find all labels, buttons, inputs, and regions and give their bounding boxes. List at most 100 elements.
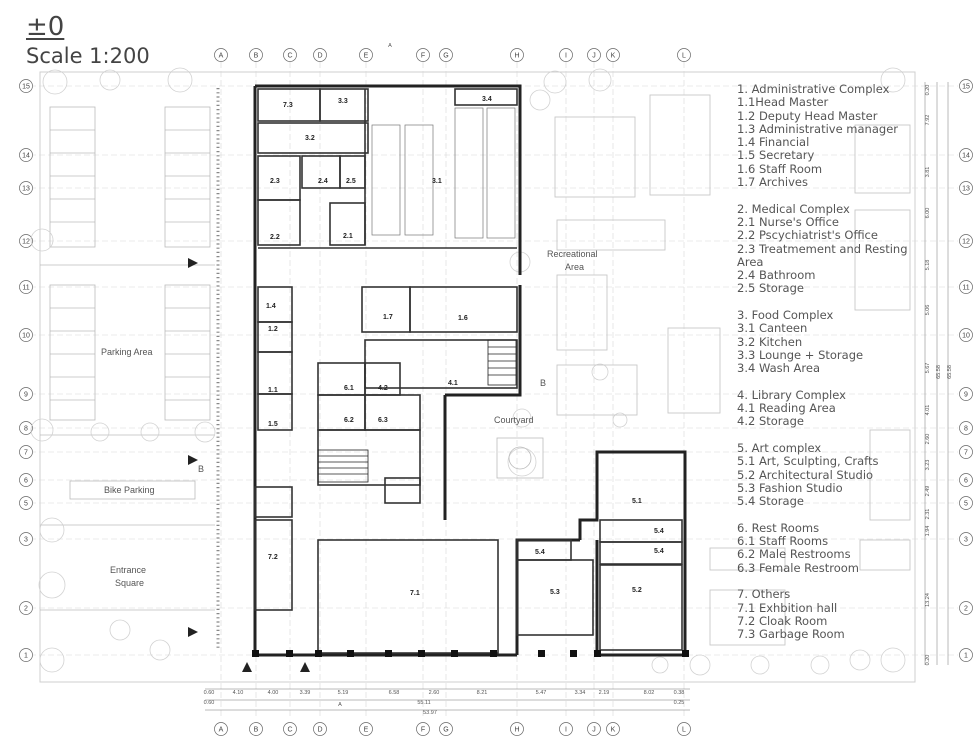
grid-bubble-H: [510, 48, 524, 62]
grid-bubble-F: [416, 722, 430, 736]
room-label-4-1: 4.1: [448, 380, 458, 387]
legend-item: 7.1 Exhbition hall: [737, 600, 838, 615]
grid-bubble-C: [283, 722, 297, 736]
grid-bubble-G: [439, 722, 453, 736]
grid-label-12: 12: [962, 239, 970, 246]
legend-group-title: 5. Art complex: [737, 441, 822, 456]
grid-bubble-I: [559, 48, 573, 62]
dimension-total: 53.97: [423, 710, 437, 716]
grid-bubble-6: [959, 473, 973, 487]
grid-label-H: H: [514, 727, 519, 734]
grid-bubble-G: [439, 48, 453, 62]
grid-label-B: B: [254, 727, 259, 734]
grid-label-L: L: [682, 53, 686, 60]
dimension-label: 2.49: [925, 486, 931, 497]
grid-bubble-2: [19, 601, 33, 615]
dimension-label: 2.60: [925, 434, 931, 445]
grid-bubble-1: [959, 648, 973, 662]
grid-bubble-9: [19, 387, 33, 401]
grid-bubble-D: [313, 48, 327, 62]
grid-label-J: J: [592, 53, 596, 60]
legend-group-title: 3. Food Complex: [737, 308, 834, 323]
grid-bubble-14: [959, 148, 973, 162]
grid-label-2: 2: [964, 606, 968, 613]
grid-bubble-1: [19, 648, 33, 662]
grid-label-9: 9: [24, 392, 28, 399]
grid-label-A: A: [219, 727, 224, 734]
grid-label-C: C: [287, 727, 292, 734]
grid-bubble-7: [19, 445, 33, 459]
courtyard-tree: [508, 446, 532, 470]
dimension-label: 8.21: [477, 690, 488, 696]
legend-item: 1.5 Secretary: [737, 148, 815, 163]
dimension-label: 0.60: [204, 690, 215, 696]
grid-label-14: 14: [962, 153, 970, 160]
courtyard-label: Courtyard: [494, 415, 534, 425]
legend-item: 1.7 Archives: [737, 175, 808, 190]
dimension-label: 5.19: [338, 690, 349, 696]
grid-bubble-B: [249, 48, 263, 62]
grid-bubble-F: [416, 48, 430, 62]
grid-label-G: G: [443, 727, 448, 734]
dimension-label: 6.00: [925, 208, 931, 219]
grid-bubble-B: [249, 722, 263, 736]
legend-item: 1.1Head Master: [737, 95, 829, 110]
legend-group-title: 4. Library Complex: [737, 387, 846, 402]
recreational-area-label-1: Recreational: [547, 249, 598, 259]
dimension-label: 4.01: [925, 405, 931, 416]
grid-bubble-E: [359, 48, 373, 62]
dimension-label: 0.25: [674, 700, 685, 706]
legend-item: 1.2 Deputy Head Master: [737, 108, 878, 123]
grid-label-14: 14: [22, 153, 30, 160]
room-label-1-2: 1.2: [268, 326, 278, 333]
dimension-label: 5.06: [925, 305, 931, 316]
grid-label-13: 13: [962, 186, 970, 193]
room-label-1-5: 1.5: [268, 421, 278, 428]
entrance-square-label-1: Entrance: [110, 565, 146, 575]
room-label-2-5: 2.5: [346, 178, 356, 185]
grid-bubble-6: [19, 473, 33, 487]
room-label-5-1: 5.1: [632, 498, 642, 505]
grid-bubble-K: [606, 722, 620, 736]
dimension-label: 6.58: [389, 690, 400, 696]
dimension-label: 0.60: [204, 700, 215, 706]
bike-parking-box: [69, 480, 196, 500]
grid-label-G: G: [443, 53, 448, 60]
section-mark-a: A: [388, 43, 392, 49]
dimension-label: 13.24: [925, 593, 931, 607]
parking-area-label: Parking Area: [101, 347, 153, 357]
room-label-7-1: 7.1: [410, 590, 420, 597]
dimension-total: 65.58: [936, 365, 942, 379]
legend-item: 7.2 Cloak Room: [737, 613, 828, 628]
room-label-3-3: 3.3: [338, 98, 348, 105]
level-title: ±0: [26, 12, 65, 42]
grid-label-A: A: [219, 53, 224, 60]
grid-label-8: 8: [964, 426, 968, 433]
structural-columns: [252, 650, 689, 657]
grid-label-D: D: [317, 53, 322, 60]
room-labels: 7.3 3.3 3.4 3.2 3.1 2.3 2.4 2.5 2.2 2.1 …: [266, 96, 664, 597]
courtyard-fountain: [496, 437, 544, 479]
room-label-5-4-b: 5.4: [654, 528, 664, 535]
grid-bubble-15: [959, 79, 973, 93]
legend-item: 4.2 Storage: [737, 414, 804, 429]
legend-item: 6.2 Male Restrooms: [737, 547, 851, 562]
grid-label-I: I: [565, 727, 567, 734]
room-label-1-6: 1.6: [458, 315, 468, 322]
legend-item: 2.5 Storage: [737, 281, 804, 296]
grid-label-5: 5: [24, 501, 28, 508]
legend-item: 5.4 Storage: [737, 494, 804, 509]
recreational-blocks: [554, 94, 911, 646]
room-label-3-1: 3.1: [432, 178, 442, 185]
grid-bubble-J: [587, 48, 601, 62]
grid-label-F: F: [421, 727, 425, 734]
grid-bubble-2: [959, 601, 973, 615]
legend-item: 2.3 Treatmement and Resting Area: [737, 241, 908, 269]
dimension-label: 0.38: [674, 690, 685, 696]
